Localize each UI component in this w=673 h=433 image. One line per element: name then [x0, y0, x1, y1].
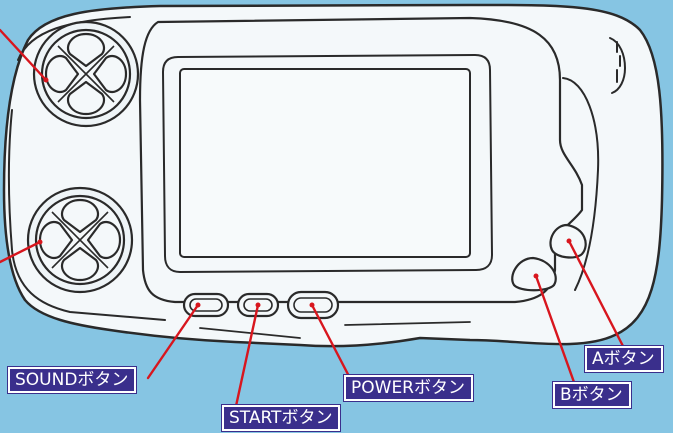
sound-button[interactable]	[182, 292, 230, 318]
leader-a	[567, 239, 627, 352]
leader-dot-a	[566, 238, 572, 244]
x-pad-icon[interactable]	[32, 20, 140, 128]
power-button-label: POWERボタン	[344, 375, 473, 401]
b-button[interactable]	[511, 256, 557, 292]
leader-start	[234, 303, 260, 408]
device-trim-line	[562, 77, 600, 291]
sound-button-label: SOUNDボタン	[8, 367, 137, 393]
leader-dot-lower-pad	[37, 239, 43, 245]
leader-dot-sound	[195, 302, 201, 308]
leader-upper-pad	[0, 28, 48, 82]
leader-dot-start	[255, 302, 261, 308]
speaker-grille	[609, 37, 626, 94]
screen-display	[179, 68, 471, 258]
leader-sound	[146, 303, 200, 380]
leader-dot-power	[309, 302, 315, 308]
base-line	[199, 321, 471, 339]
leader-dot-upper-pad	[43, 77, 49, 83]
leader-lower-pad	[0, 240, 42, 264]
start-button-label: STARTボタン	[222, 405, 341, 431]
leader-dot-b	[533, 273, 539, 279]
device-body	[2, 3, 664, 348]
device-inner-contour	[8, 16, 166, 321]
y-pad-icon[interactable]	[26, 186, 134, 294]
leader-power	[310, 303, 354, 384]
a-button-label: Aボタン	[585, 346, 663, 372]
leader-b	[534, 274, 577, 387]
b-button-label: Bボタン	[553, 382, 631, 408]
